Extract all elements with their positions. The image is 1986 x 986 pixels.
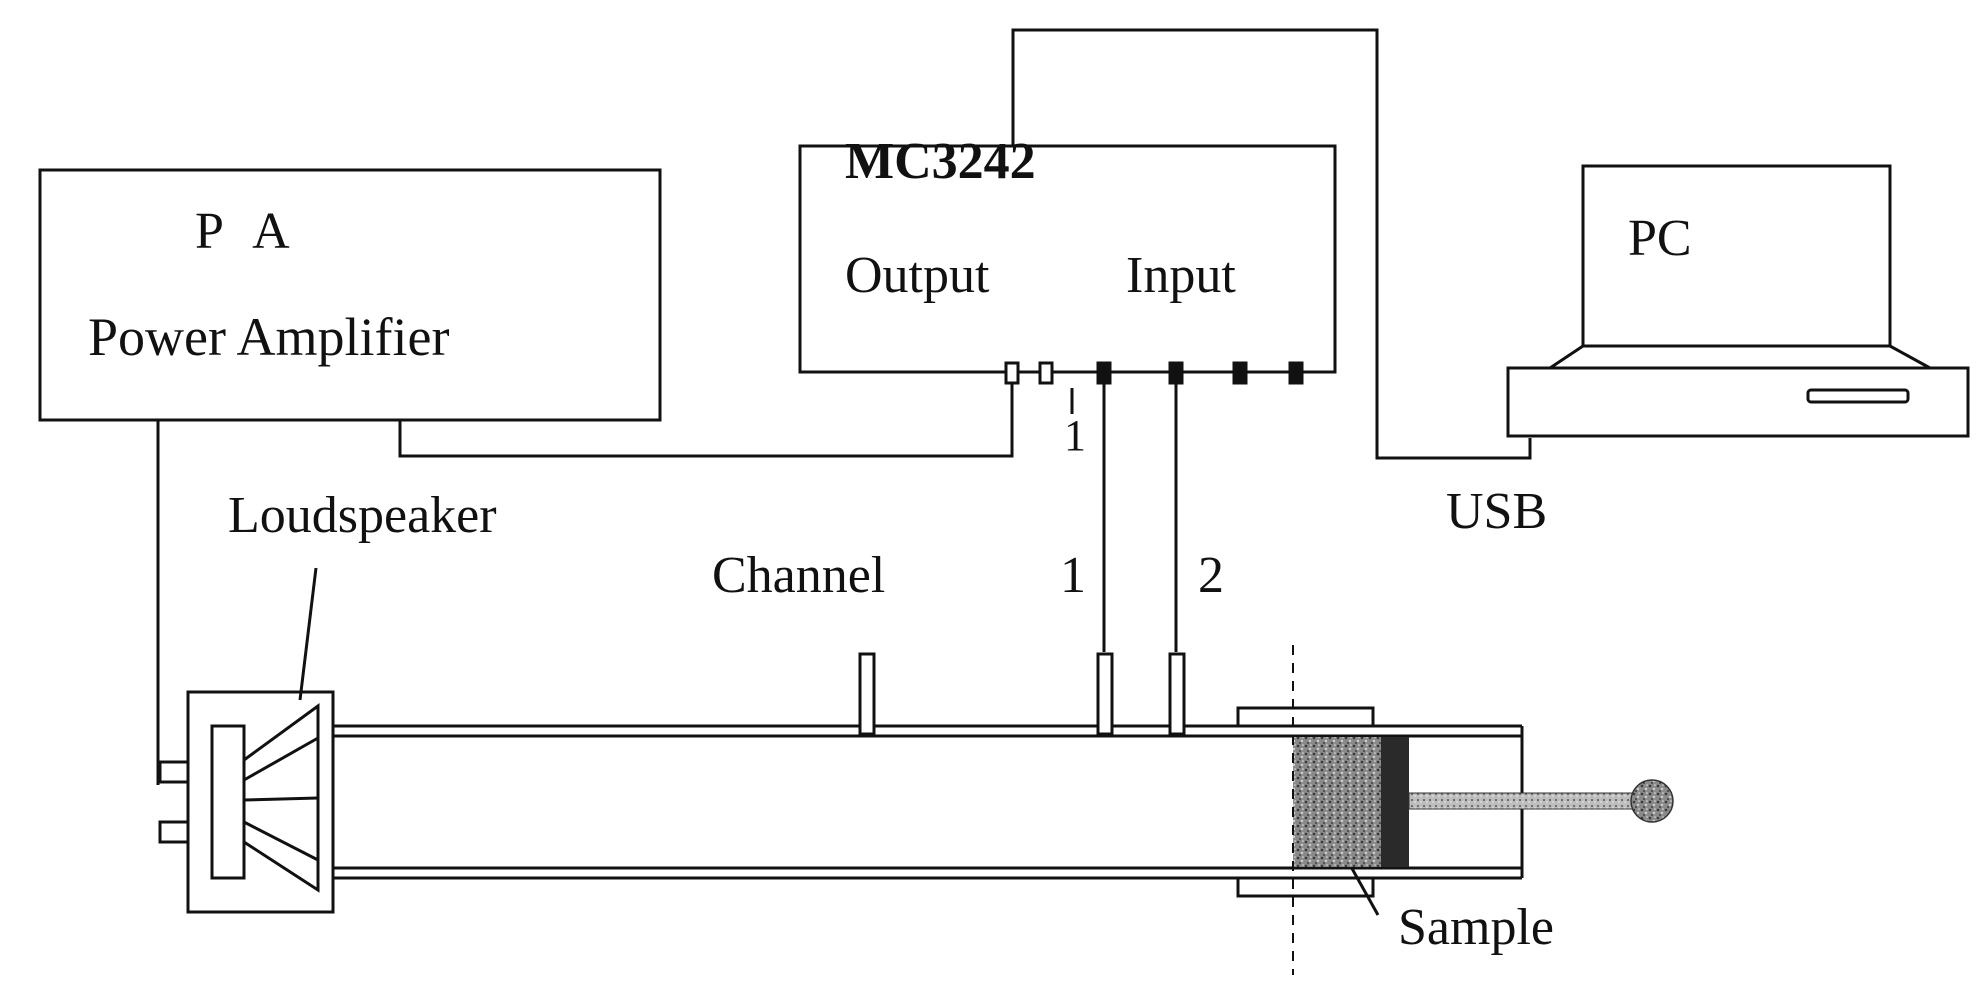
sample-holder-flange-bottom [1236, 876, 1375, 898]
analyzer-name-label: MC3242 [845, 133, 1036, 190]
channel-label: Channel [712, 547, 885, 604]
amplifier-abbrev-label: P A [195, 203, 300, 260]
loudspeaker-leader-line [298, 567, 318, 701]
analyzer-input-connector-1 [1096, 361, 1112, 385]
analyzer-output-connector-b [1038, 361, 1054, 385]
sample-material [1293, 737, 1381, 867]
pc-drive-slot [1806, 388, 1910, 404]
power-amplifier-box [38, 168, 662, 422]
sample-backing-plate [1381, 737, 1409, 867]
analyzer-output-label: Output [845, 247, 990, 304]
analyzer-output-connector-a [1004, 361, 1020, 385]
amplifier-name-label: Power Amplifier [88, 307, 449, 367]
loudspeaker-cone-lines [243, 736, 319, 862]
loudspeaker-cone [242, 703, 320, 893]
channel-2-label: 2 [1198, 547, 1224, 604]
cable-analyzer-output-to-amplifier [398, 383, 1014, 458]
pc-label: PC [1628, 210, 1692, 267]
pc-base-unit [1506, 366, 1970, 438]
analyzer-input-connector-4 [1288, 361, 1304, 385]
pc-monitor-stand [1545, 344, 1931, 370]
analyzer-input-label: Input [1126, 247, 1236, 304]
analyzer-box [798, 144, 1337, 374]
cable-analyzer-to-pc-usb [1011, 28, 1532, 460]
pc-monitor [1581, 164, 1892, 348]
loudspeaker-terminal-bottom [158, 820, 190, 844]
sample-label: Sample [1398, 899, 1554, 956]
channel-1-label: 1 [1060, 547, 1086, 604]
loudspeaker-terminal-top [158, 760, 190, 784]
analyzer-input-connector-3 [1232, 361, 1248, 385]
microphone-2 [1168, 652, 1186, 736]
sample-holder-flange-top [1236, 706, 1375, 728]
loudspeaker-housing [186, 690, 335, 914]
microphone-1 [1096, 652, 1114, 736]
microphone-reference [858, 652, 876, 736]
pc-computer [1506, 164, 1970, 438]
loudspeaker-label: Loudspeaker [228, 487, 497, 544]
usb-label: USB [1446, 483, 1547, 540]
channel-1-output-label: 1 [1064, 411, 1086, 460]
piston-rod [1408, 792, 1640, 810]
analyzer-input-connector-2 [1168, 361, 1184, 385]
piston-knob [1630, 779, 1674, 823]
loudspeaker-magnet [210, 724, 246, 880]
